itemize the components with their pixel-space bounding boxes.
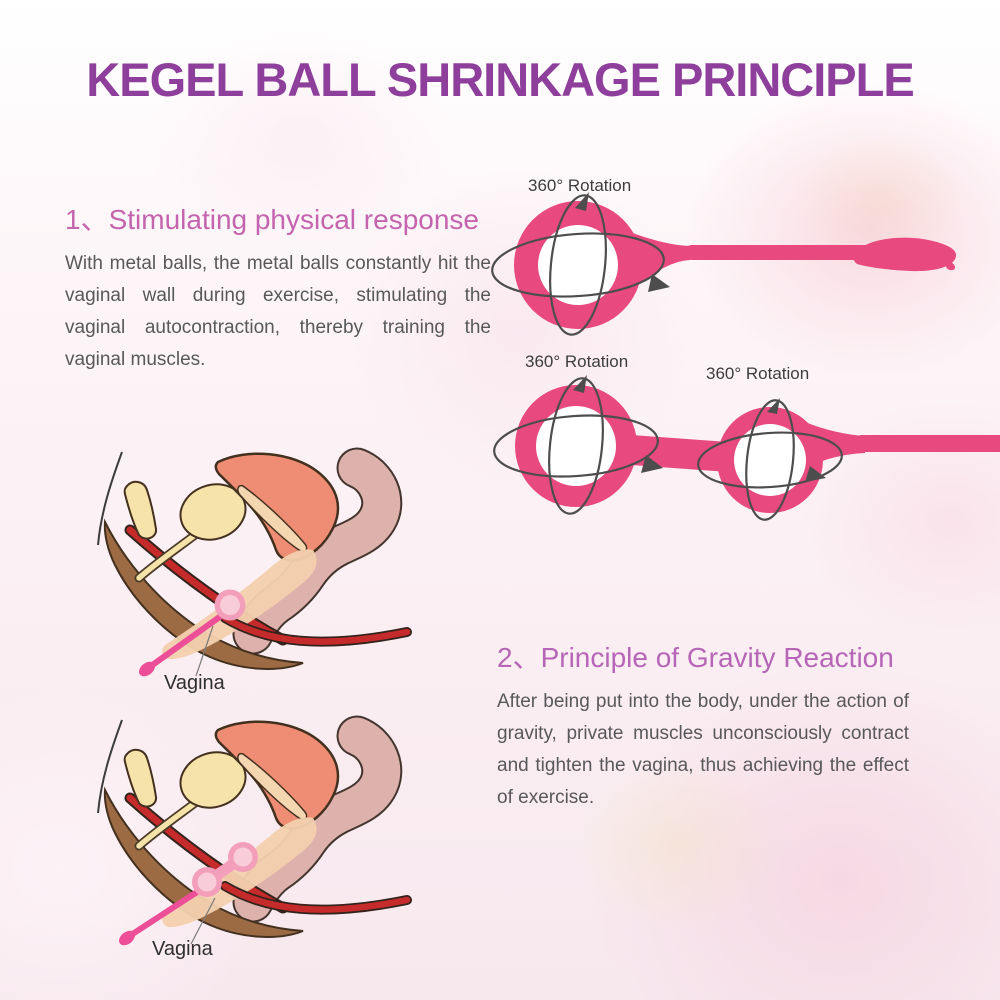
kegel-ball-double-body <box>515 385 1000 513</box>
inserted-double-balls <box>119 842 258 946</box>
vagina-label-single: Vagina <box>164 672 225 694</box>
rotation-label-single: 360° Rotation <box>528 176 632 195</box>
anatomy-diagram-double <box>75 718 425 953</box>
section-2-heading: 2、Principle of Gravity Reaction <box>497 642 894 673</box>
rotation-label-double-left: 360° Rotation <box>525 352 629 371</box>
kegel-ball-single-body <box>514 201 957 329</box>
vagina-pointer-line <box>195 625 214 677</box>
page-title: KEGEL BALL SHRINKAGE PRINCIPLE <box>86 53 914 106</box>
vagina-pointer-line <box>190 897 216 945</box>
rotation-orbit-arrows <box>493 375 843 521</box>
rotation-label-double-right: 360° Rotation <box>706 364 810 383</box>
inserted-single-ball <box>139 589 246 677</box>
anatomy-diagram-single <box>75 450 425 685</box>
section-1-heading: 1、Stimulating physical response <box>65 204 479 235</box>
vagina-label-double: Vagina <box>152 938 213 960</box>
kegel-ball-double-illustration <box>493 375 1000 521</box>
section-2-body: After being put into the body, under the… <box>497 691 909 808</box>
rotation-orbit-arrows <box>491 192 670 336</box>
kegel-ball-single-illustration <box>491 192 957 336</box>
section-1-body: With metal balls, the metal balls consta… <box>65 253 491 370</box>
